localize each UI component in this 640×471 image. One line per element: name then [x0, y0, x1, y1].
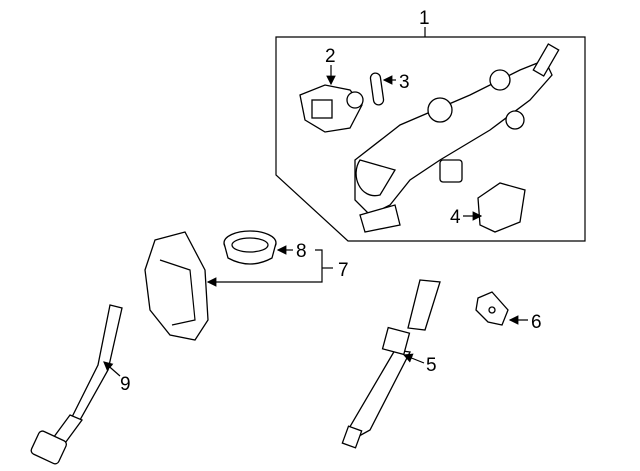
- callout-4: 4: [450, 207, 461, 228]
- callout-8: 8: [296, 241, 307, 262]
- control-module-part: [477, 182, 526, 233]
- bracket-part: [475, 291, 509, 326]
- callout-6: 6: [531, 312, 542, 333]
- ignition-lock-part: [299, 84, 364, 133]
- leader-lines: [103, 65, 528, 377]
- column-cover-part: [144, 231, 209, 341]
- lower-shaft-part: [30, 304, 123, 465]
- callout-2: 2: [325, 46, 336, 67]
- intermediate-shaft-part: [341, 279, 441, 449]
- callout-3: 3: [399, 72, 410, 93]
- steering-column-assembly-box: [275, 27, 586, 242]
- callout-5: 5: [426, 355, 437, 376]
- callout-7: 7: [338, 260, 349, 281]
- callout-9: 9: [120, 374, 131, 395]
- steering-column-part: [354, 43, 560, 233]
- callout-1: 1: [419, 8, 430, 29]
- boot-seal-part: [223, 230, 277, 265]
- key-part: [369, 72, 385, 106]
